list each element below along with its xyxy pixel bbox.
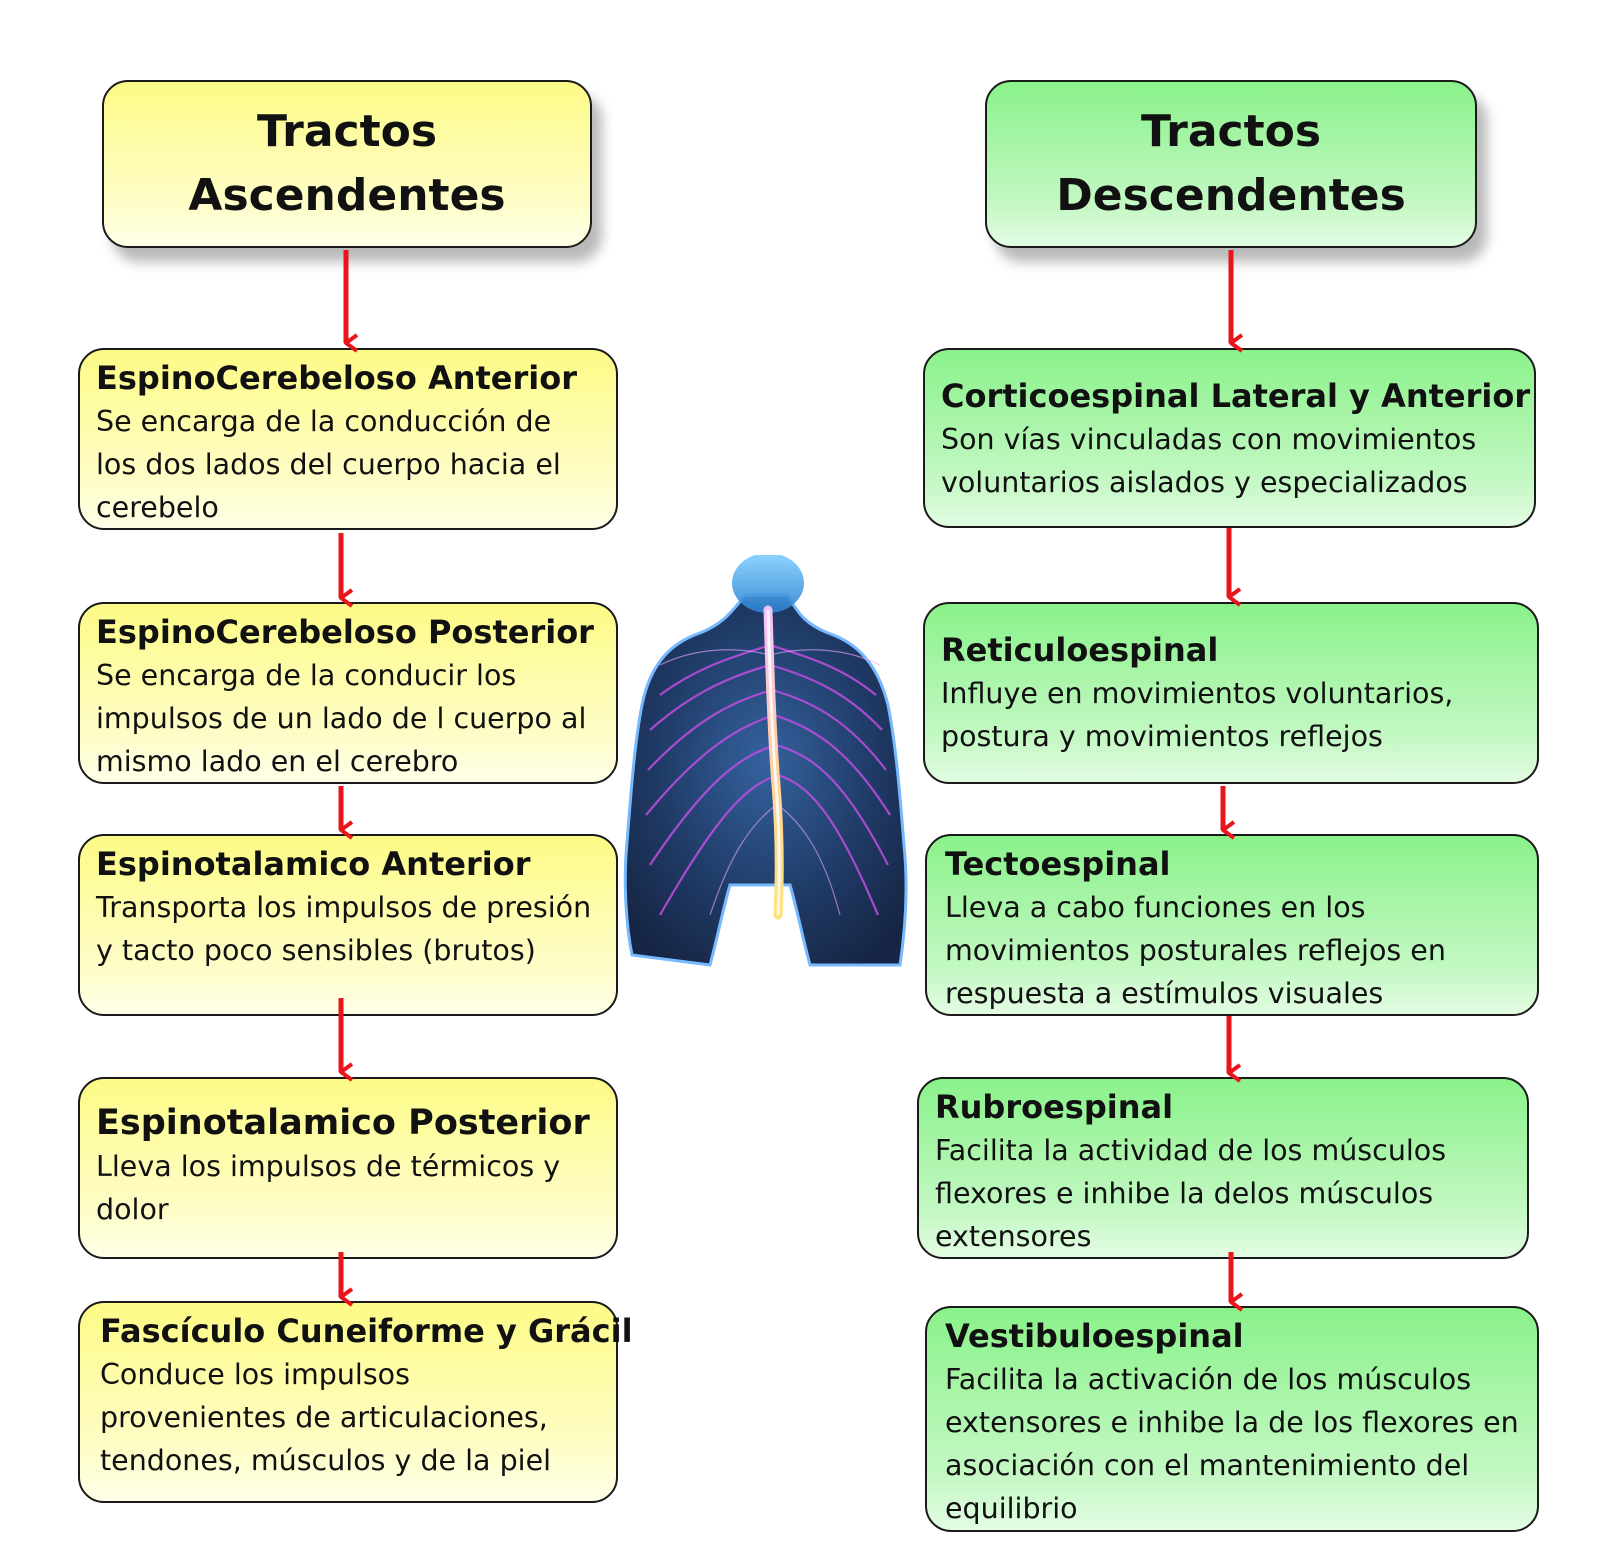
tract-box-espinocerebeloso-posterior: EspinoCerebeloso Posterior Se encarga de… — [78, 602, 618, 784]
tract-title: Fascículo Cuneiforme y Grácil — [100, 1312, 633, 1350]
tract-box-espinotalamico-anterior: Espinotalamico Anterior Transporta los i… — [78, 834, 618, 1016]
tract-description: Facilita la actividad de los músculos fl… — [935, 1134, 1447, 1253]
tract-description: Facilita la activación de los músculos e… — [945, 1363, 1519, 1525]
tract-title: Tectoespinal — [945, 845, 1171, 883]
tract-title: Reticuloespinal — [941, 631, 1219, 669]
tract-description: Se encarga de la conducción de los dos l… — [96, 405, 561, 524]
tract-description: Se encarga de la conducir los impulsos d… — [96, 659, 587, 778]
tract-box-vestibuloespinal: Vestibuloespinal Facilita la activación … — [925, 1306, 1539, 1532]
tract-box-corticoespinal: Corticoespinal Lateral y Anterior Son ví… — [923, 348, 1536, 528]
tract-description: Conduce los impulsos provenientes de art… — [100, 1358, 552, 1477]
ascending-tracts-header: Tractos Ascendentes — [102, 80, 592, 248]
ascending-header-line2: Ascendentes — [188, 170, 506, 221]
tract-title: Espinotalamico Anterior — [96, 845, 531, 883]
tract-title: Corticoespinal Lateral y Anterior — [941, 377, 1531, 415]
tract-box-tectoespinal: Tectoespinal Lleva a cabo funciones en l… — [925, 834, 1539, 1016]
tract-box-fasciculo-cuneiforme-gracil: Fascículo Cuneiforme y Grácil Conduce lo… — [78, 1301, 633, 1503]
tract-box-reticuloespinal: Reticuloespinal Influye en movimientos v… — [923, 602, 1539, 784]
descending-header-line1: Tractos — [1140, 106, 1322, 157]
tract-box-espinotalamico-posterior: Espinotalamico Posterior Lleva los impul… — [78, 1077, 618, 1259]
tract-title: EspinoCerebeloso Posterior — [96, 613, 594, 651]
tract-description: Lleva a cabo funciones en los movimiento… — [945, 891, 1446, 1010]
descending-tracts-header: Tractos Descendentes — [985, 80, 1477, 248]
tract-description: Lleva los impulsos de térmicos y dolor — [96, 1150, 561, 1226]
descending-header-line2: Descendentes — [1056, 170, 1406, 221]
tract-title: Espinotalamico Posterior — [96, 1103, 590, 1143]
tract-box-espinocerebeloso-anterior: EspinoCerebeloso Anterior Se encarga de … — [78, 348, 618, 530]
tract-title: Rubroespinal — [935, 1088, 1174, 1126]
tract-description: Influye en movimientos voluntarios, post… — [941, 677, 1454, 753]
tract-title: EspinoCerebeloso Anterior — [96, 359, 578, 397]
tract-description: Son vías vinculadas con movimientos volu… — [941, 423, 1477, 499]
ascending-header-line1: Tractos — [256, 106, 438, 157]
tract-title: Vestibuloespinal — [945, 1317, 1244, 1355]
tract-box-rubroespinal: Rubroespinal Facilita la actividad de lo… — [917, 1077, 1529, 1259]
tract-description: Transporta los impulsos de presión y tac… — [96, 891, 592, 967]
spinal-cord-nervous-system-illustration — [623, 555, 908, 967]
